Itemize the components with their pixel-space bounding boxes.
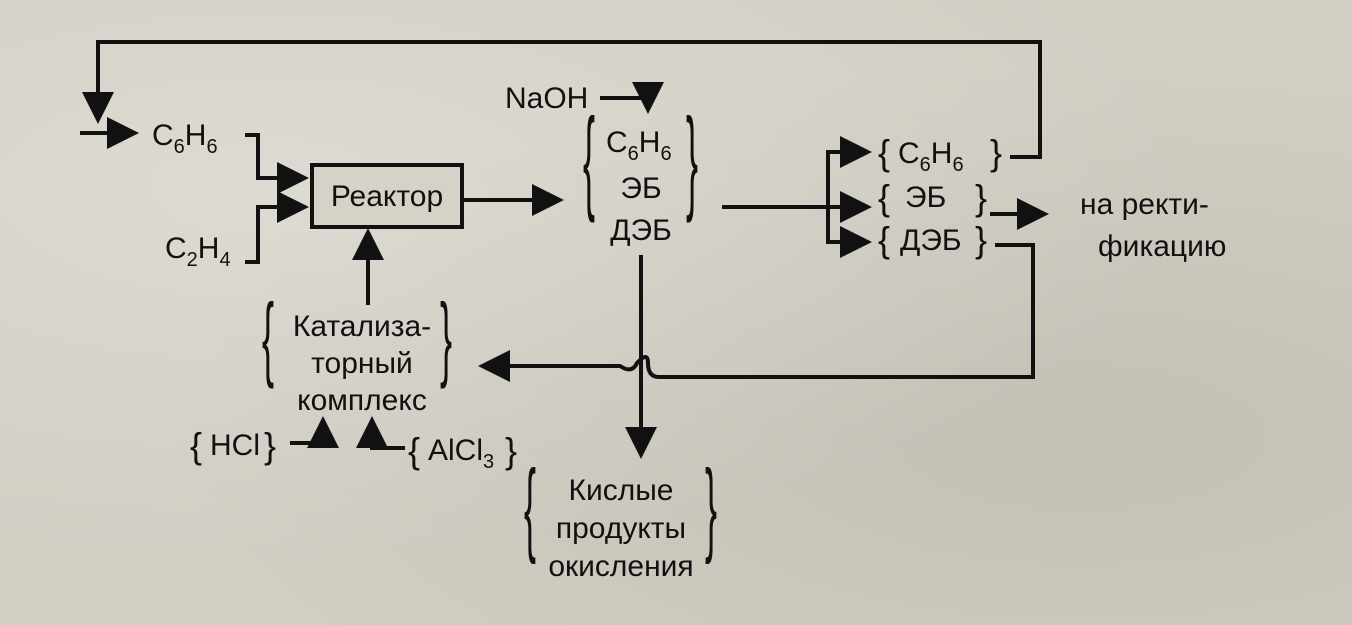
reactor-block: Реактор xyxy=(310,163,464,229)
catalyst-label-line3: комплекс xyxy=(297,384,427,417)
alcl3-label: AlCl3 xyxy=(428,434,494,473)
acid-products-line2: продукты xyxy=(556,512,686,545)
hcl-brace-right: } xyxy=(264,425,276,466)
split-lower-line xyxy=(826,207,872,258)
hcl-label: HCl xyxy=(210,429,260,462)
connections xyxy=(80,40,1049,459)
catalyst-label-line2: торный xyxy=(311,347,413,380)
separated-benzene-label: C6H6 xyxy=(898,137,964,176)
ethylene-to-reactor-line xyxy=(245,191,309,264)
catalyst-complex-group: { } Катализа- торный комплекс xyxy=(262,286,452,417)
sep-eb-brace-left: { xyxy=(878,177,890,218)
mixture-deb-label: ДЭБ xyxy=(610,214,672,247)
alcl3-to-catalyst-line xyxy=(356,416,405,450)
naoh-line xyxy=(600,82,664,114)
deb-recycle-line xyxy=(478,243,1035,382)
ethylene-feed-label: C2H4 xyxy=(165,232,231,271)
acid-brace-right: } xyxy=(705,447,717,565)
reaction-mixture-group: { } C6H6 ЭБ ДЭБ xyxy=(583,96,698,247)
catalyst-brace-right: } xyxy=(440,286,452,390)
sep-benzene-brace-right: } xyxy=(990,132,1002,173)
benzene-to-reactor-line xyxy=(245,133,309,194)
naoh-label: NaOH xyxy=(505,82,588,115)
alcl3-brace-left: { xyxy=(408,430,420,471)
alcl3-brace-right: } xyxy=(505,430,517,471)
split-upper-line xyxy=(826,136,872,207)
benzene-recycle-line xyxy=(82,40,1042,159)
mixture-brace-left: { xyxy=(583,96,595,224)
sep-benzene-brace-left: { xyxy=(878,132,890,173)
separated-deb-label: ДЭБ xyxy=(900,224,962,257)
separated-eb-label: ЭБ xyxy=(905,181,946,214)
sep-deb-brace-left: { xyxy=(878,219,890,260)
sep-eb-brace-right: } xyxy=(975,177,987,218)
separated-products-group: { C6H6 } { ЭБ } { ДЭБ } xyxy=(878,132,1002,260)
catalyst-label-line1: Катализа- xyxy=(293,310,431,343)
benzene-feed-label: C6H6 xyxy=(152,119,218,158)
mixture-benzene-label: C6H6 xyxy=(606,126,672,165)
rectification-label-line2: фикацию xyxy=(1098,230,1226,263)
acid-products-group: { } Кислые продукты окисления xyxy=(524,447,717,583)
catalyst-brace-left: { xyxy=(262,286,274,390)
rectification-label-line1: на ректи- xyxy=(1080,188,1209,221)
hcl-brace-left: { xyxy=(190,425,202,466)
acid-brace-left: { xyxy=(524,447,536,565)
acid-products-line3: окисления xyxy=(548,550,693,583)
sep-deb-brace-right: } xyxy=(975,219,987,260)
mixture-eb-label: ЭБ xyxy=(620,172,661,205)
reactor-label: Реактор xyxy=(331,180,443,213)
acid-products-line1: Кислые xyxy=(569,474,674,507)
mixture-brace-right: } xyxy=(686,96,698,224)
hcl-to-catalyst-line xyxy=(290,416,339,448)
